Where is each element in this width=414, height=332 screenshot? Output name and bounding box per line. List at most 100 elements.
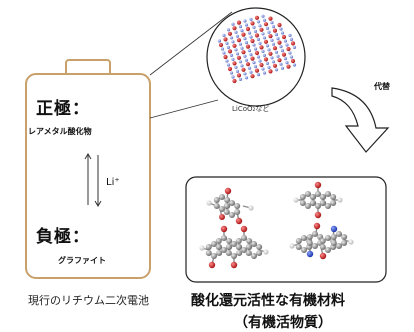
- oxygen-atom: [263, 39, 269, 44]
- oxygen-atom: [245, 26, 251, 32]
- lattice-atom: [274, 33, 279, 37]
- lattice-atom: [229, 36, 234, 40]
- carbon-atom: [312, 231, 318, 237]
- lattice-atom: [229, 71, 234, 75]
- carbon-atom: [309, 200, 316, 206]
- ion-arrows: [84, 153, 102, 207]
- lattice-atom: [243, 19, 247, 23]
- lattice-atom: [222, 33, 226, 38]
- lattice-atom: [279, 62, 283, 66]
- hydrogen-atom: [293, 197, 299, 203]
- carbon-atom: [241, 235, 247, 241]
- lattice-atom: [283, 39, 288, 43]
- carbon-atom: [309, 194, 316, 200]
- carbon-atom: [211, 241, 217, 247]
- carbon-atom: [211, 253, 217, 259]
- lattice-atom: [240, 64, 244, 68]
- carbon-atom: [306, 240, 313, 246]
- oxygen-atom: [268, 51, 273, 56]
- lattice-atom: [235, 52, 240, 56]
- oxygen-atom: [227, 49, 233, 54]
- lattice-atom: [276, 54, 280, 58]
- oxygen-atom: [241, 32, 246, 37]
- oxygen-atom: [259, 27, 264, 32]
- lattice-atom: [247, 66, 252, 70]
- carbon-atom: [330, 200, 337, 206]
- nitrogen-atom: [330, 225, 338, 233]
- carbon-atom: [319, 194, 326, 200]
- oxygen-atom: [227, 31, 233, 36]
- oxygen-atom: [223, 54, 228, 60]
- hydrogen-atom: [337, 197, 343, 203]
- lattice-atom: [217, 39, 222, 43]
- hydrogen-atom: [289, 243, 295, 249]
- lattice-atom: [252, 61, 256, 65]
- lattice-atom: [261, 14, 265, 18]
- lattice-atom: [292, 45, 297, 50]
- lattice-atom: [247, 31, 252, 35]
- carbon-atom: [312, 243, 318, 249]
- carbon-atom: [234, 209, 241, 215]
- lattice-atom: [238, 60, 243, 64]
- carbon-atom: [219, 194, 225, 200]
- lattice-atom: [234, 48, 238, 52]
- carbon-atom: [319, 244, 326, 250]
- lattice-atom: [261, 67, 265, 71]
- lattice-atom: [238, 77, 243, 81]
- lattice-atom: [285, 61, 289, 65]
- carbon-atom: [315, 191, 321, 197]
- lattice-atom: [244, 58, 249, 62]
- oxygen-atom: [220, 225, 228, 233]
- oxygen-atom: [241, 67, 246, 72]
- oxygen-atom: [286, 64, 291, 69]
- oxygen-atom: [286, 46, 291, 52]
- lattice-atom: [292, 63, 297, 67]
- oxygen-atom: [227, 66, 233, 72]
- carbon-atom: [213, 197, 220, 203]
- organic-molecules-image: [199, 181, 354, 269]
- oxygen-atom: [254, 50, 260, 56]
- oxygen-atom: [240, 225, 248, 233]
- carbon-atom: [325, 203, 331, 209]
- carbon-atom: [341, 240, 348, 246]
- carbon-atom: [223, 203, 230, 209]
- lattice-atom: [258, 41, 262, 46]
- oxygen-atom: [218, 42, 224, 48]
- oxygen-atom: [219, 214, 225, 220]
- oxygen-atom: [230, 261, 238, 269]
- oxygen-atom: [250, 38, 255, 44]
- carbon-atom: [319, 238, 326, 244]
- hydrogen-atom: [199, 245, 205, 251]
- oxygen-atom: [314, 181, 322, 189]
- negative-electrode-label: 負極：: [36, 227, 90, 247]
- lattice-atom: [256, 55, 261, 59]
- lattice-atom: [280, 31, 285, 35]
- carbon-atom: [301, 247, 307, 253]
- lattice-atom: [247, 49, 252, 53]
- lattice-atom: [235, 69, 240, 73]
- carbon-atom: [219, 206, 225, 212]
- carbon-atom: [325, 247, 331, 253]
- carbon-atom: [330, 234, 337, 240]
- oxygen-atom: [281, 34, 287, 40]
- carbon-atom: [236, 250, 243, 256]
- lattice-atom: [231, 75, 235, 79]
- lattice-atom: [274, 68, 279, 72]
- oxygen-atom: [250, 56, 255, 61]
- lattice-atom: [243, 72, 247, 76]
- oxygen-atom: [236, 55, 242, 60]
- lattice-atom: [258, 59, 262, 63]
- oxygen-atom: [313, 222, 321, 230]
- battery-caption: 現行のリチウム二次電池: [28, 294, 149, 307]
- carbon-atom: [245, 244, 252, 250]
- lattice-atom: [225, 59, 229, 63]
- lattice-atom: [253, 65, 258, 69]
- lattice-atom: [240, 29, 244, 33]
- carbon-atom: [336, 243, 342, 249]
- lattice-atom: [229, 53, 234, 58]
- carbon-atom: [225, 244, 232, 250]
- carbon-atom: [245, 250, 252, 256]
- oxygen-atom: [208, 261, 216, 269]
- oxygen-atom: [290, 41, 296, 46]
